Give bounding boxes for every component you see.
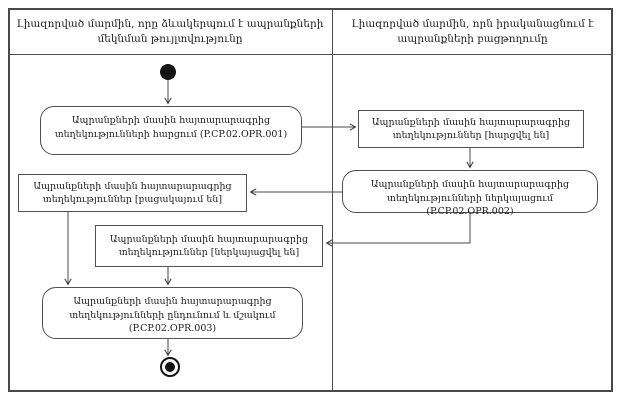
node-label-line: Ապրանքների մասին հայտարարագրից — [71, 115, 271, 126]
node-label-line: տեղեկությունների ներկայացում (P.CP.02.OP… — [387, 192, 553, 218]
swimlane-divider — [332, 8, 333, 392]
node-label-line: Ապրանքների մասին հայտարարագրից — [371, 116, 571, 128]
object-info-presented: Ապրանքների մասին հայտարարագրից տեղեկությ… — [95, 225, 323, 267]
swimlane-header-release-authority: Լիազորված մարմին, որն իրականացնում է ապր… — [334, 9, 611, 54]
object-info-missing: Ապրանքների մասին հայտարարագրից տեղեկությ… — [18, 174, 247, 212]
node-label-line: տեղեկություններ [ներկայացվել են] — [118, 247, 300, 258]
lane-title-line: մեկնման թույլտվությունը — [97, 32, 243, 45]
lane-title-line: Լիազորված մարմին, որն իրականացնում է — [351, 17, 594, 30]
node-label-line: Ապրանքների մասին հայտարարագրից — [33, 180, 232, 192]
initial-node — [160, 64, 176, 80]
final-node-core — [165, 362, 175, 372]
activity-present-declaration-info-opr002: Ապրանքների մասին հայտարարագրից տեղեկությ… — [342, 170, 598, 217]
node-label-line: Ապրանքների մասին հայտարարագրից — [109, 233, 309, 245]
header-separator — [8, 54, 613, 55]
node-label-line: տեղեկությունների հարցում (P.CP.02.OPR.00… — [54, 128, 288, 140]
diagram-frame — [8, 8, 613, 392]
activity-receive-process-info-opr003: Ապրանքների մասին հայտարարագրից տեղեկությ… — [42, 287, 303, 339]
node-label-line: տեղեկություններ [հարցվել են] — [392, 130, 550, 141]
node-label-line: Ապրանքների մասին հայտարարագրից — [73, 296, 272, 307]
lane-title-line: Լիազորված մարմին, որը ձևակերպում է ապրան… — [16, 17, 324, 30]
object-info-requested: Ապրանքների մասին հայտարարագրից տեղեկությ… — [358, 110, 584, 148]
final-node — [160, 357, 180, 377]
node-label-line: տեղեկություններ [բացակայում են] — [42, 194, 223, 205]
lane-title-line: ապրանքների բացթողումը — [397, 32, 548, 45]
activity-query-declaration-info-opr001: Ապրանքների մասին հայտարարագրից տեղեկությ… — [40, 106, 302, 155]
swimlane-header-departure-permit-authority: Լիազորված մարմին, որը ձևակերպում է ապրան… — [10, 9, 330, 54]
node-label-line: տեղեկությունների ընդունում և մշակում (P.… — [69, 309, 276, 335]
node-label-line: Ապրանքների մասին հայտարարագրից — [370, 179, 570, 190]
